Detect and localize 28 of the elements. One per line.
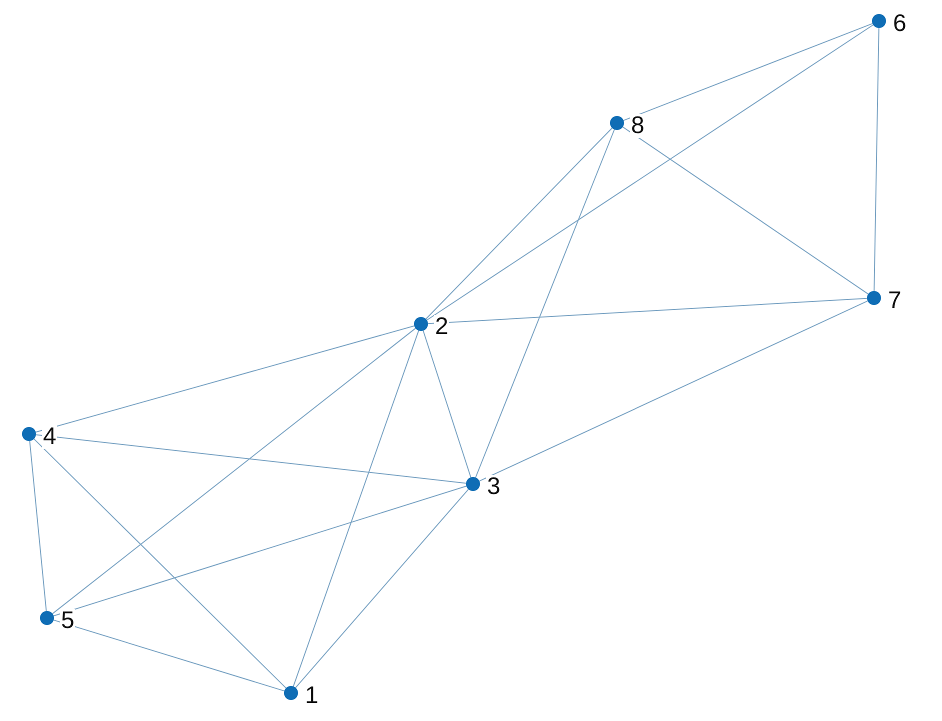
- node-dot: [867, 291, 881, 305]
- node-label: 8: [630, 114, 646, 138]
- edge-line: [475, 129, 615, 478]
- node-dot: [872, 14, 886, 28]
- edge-line: [623, 23, 873, 121]
- edge-line: [53, 620, 285, 692]
- edge-line: [292, 330, 420, 687]
- edge-line: [874, 28, 880, 292]
- edge-line: [295, 488, 469, 688]
- edge-line: [52, 328, 416, 614]
- edge-line: [428, 298, 868, 324]
- node-dot: [466, 477, 480, 491]
- edge-line: [33, 438, 287, 689]
- edge-line: [35, 434, 467, 484]
- edge-line: [422, 330, 472, 478]
- node-dot: [22, 427, 36, 441]
- edge-line: [426, 24, 874, 321]
- edge-line: [425, 128, 613, 320]
- node-dot: [414, 317, 428, 331]
- edge-line: [53, 486, 467, 616]
- node-dot: [284, 686, 298, 700]
- edge-line: [478, 300, 868, 482]
- edge-line: [35, 325, 415, 433]
- node-dot: [610, 116, 624, 130]
- node-dot: [40, 611, 54, 625]
- node-label: 4: [42, 425, 58, 449]
- edge-line: [622, 126, 869, 295]
- edge-line: [29, 440, 47, 612]
